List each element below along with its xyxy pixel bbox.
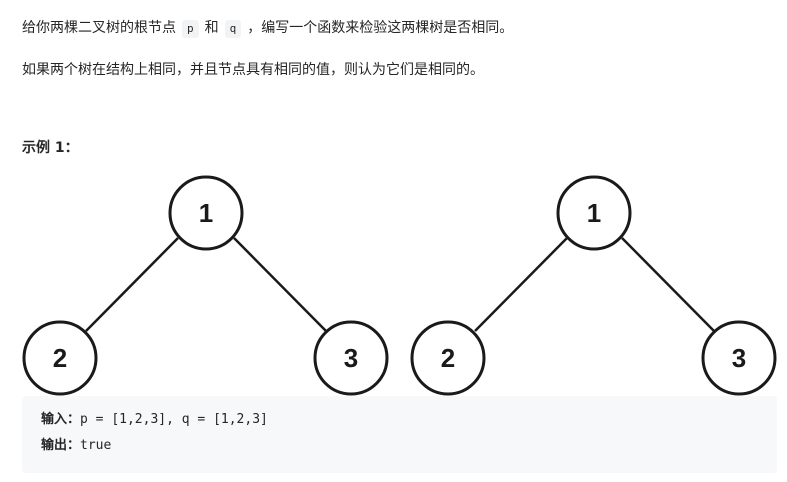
inline-code-q: q: [224, 20, 242, 38]
tree-q-root-node: [556, 175, 632, 251]
input-value: p = [1,2,3], q = [1,2,3]: [80, 412, 268, 427]
tree-p-root-node: [168, 175, 244, 251]
description-text-after: ，编写一个函数来检验这两棵树是否相同。: [247, 20, 514, 36]
description-text-before: 给你两棵二叉树的根节点: [22, 20, 176, 36]
tree-q-edge-right: [621, 237, 715, 332]
example-input-line: 输入：p = [1,2,3], q = [1,2,3]: [41, 410, 268, 430]
tree-p-root-label: 1: [199, 198, 213, 228]
inline-code-p: p: [182, 20, 199, 38]
tree-p: 1 2 3: [22, 175, 389, 396]
tree-p-right-node: [313, 320, 389, 396]
tree-p-left-node: [22, 320, 98, 396]
output-label: 输出：: [41, 438, 81, 453]
tree-p-right-label: 3: [344, 343, 358, 373]
problem-description-line-2: 如果两个树在结构上相同，并且节点具有相同的值，则认为它们是相同的。: [22, 62, 484, 78]
example-io-block: 输入：p = [1,2,3], q = [1,2,3] 输出：true: [22, 396, 777, 473]
example-heading: 示例 1：: [22, 140, 79, 156]
input-label: 输入：: [41, 412, 81, 427]
tree-q-right-node: [701, 320, 777, 396]
tree-q: 1 2 3: [410, 175, 777, 396]
tree-q-left-label: 2: [441, 343, 455, 373]
tree-p-edge-right: [233, 237, 327, 332]
output-value: true: [80, 438, 112, 453]
description-text-mid: 和: [204, 20, 219, 36]
tree-q-right-label: 3: [732, 343, 746, 373]
tree-p-left-label: 2: [53, 343, 67, 373]
tree-q-root-label: 1: [587, 198, 601, 228]
tree-q-edge-left: [474, 237, 568, 332]
tree-q-left-node: [410, 320, 486, 396]
example-output-line: 输出：true: [41, 436, 111, 456]
tree-p-edge-left: [85, 237, 179, 332]
